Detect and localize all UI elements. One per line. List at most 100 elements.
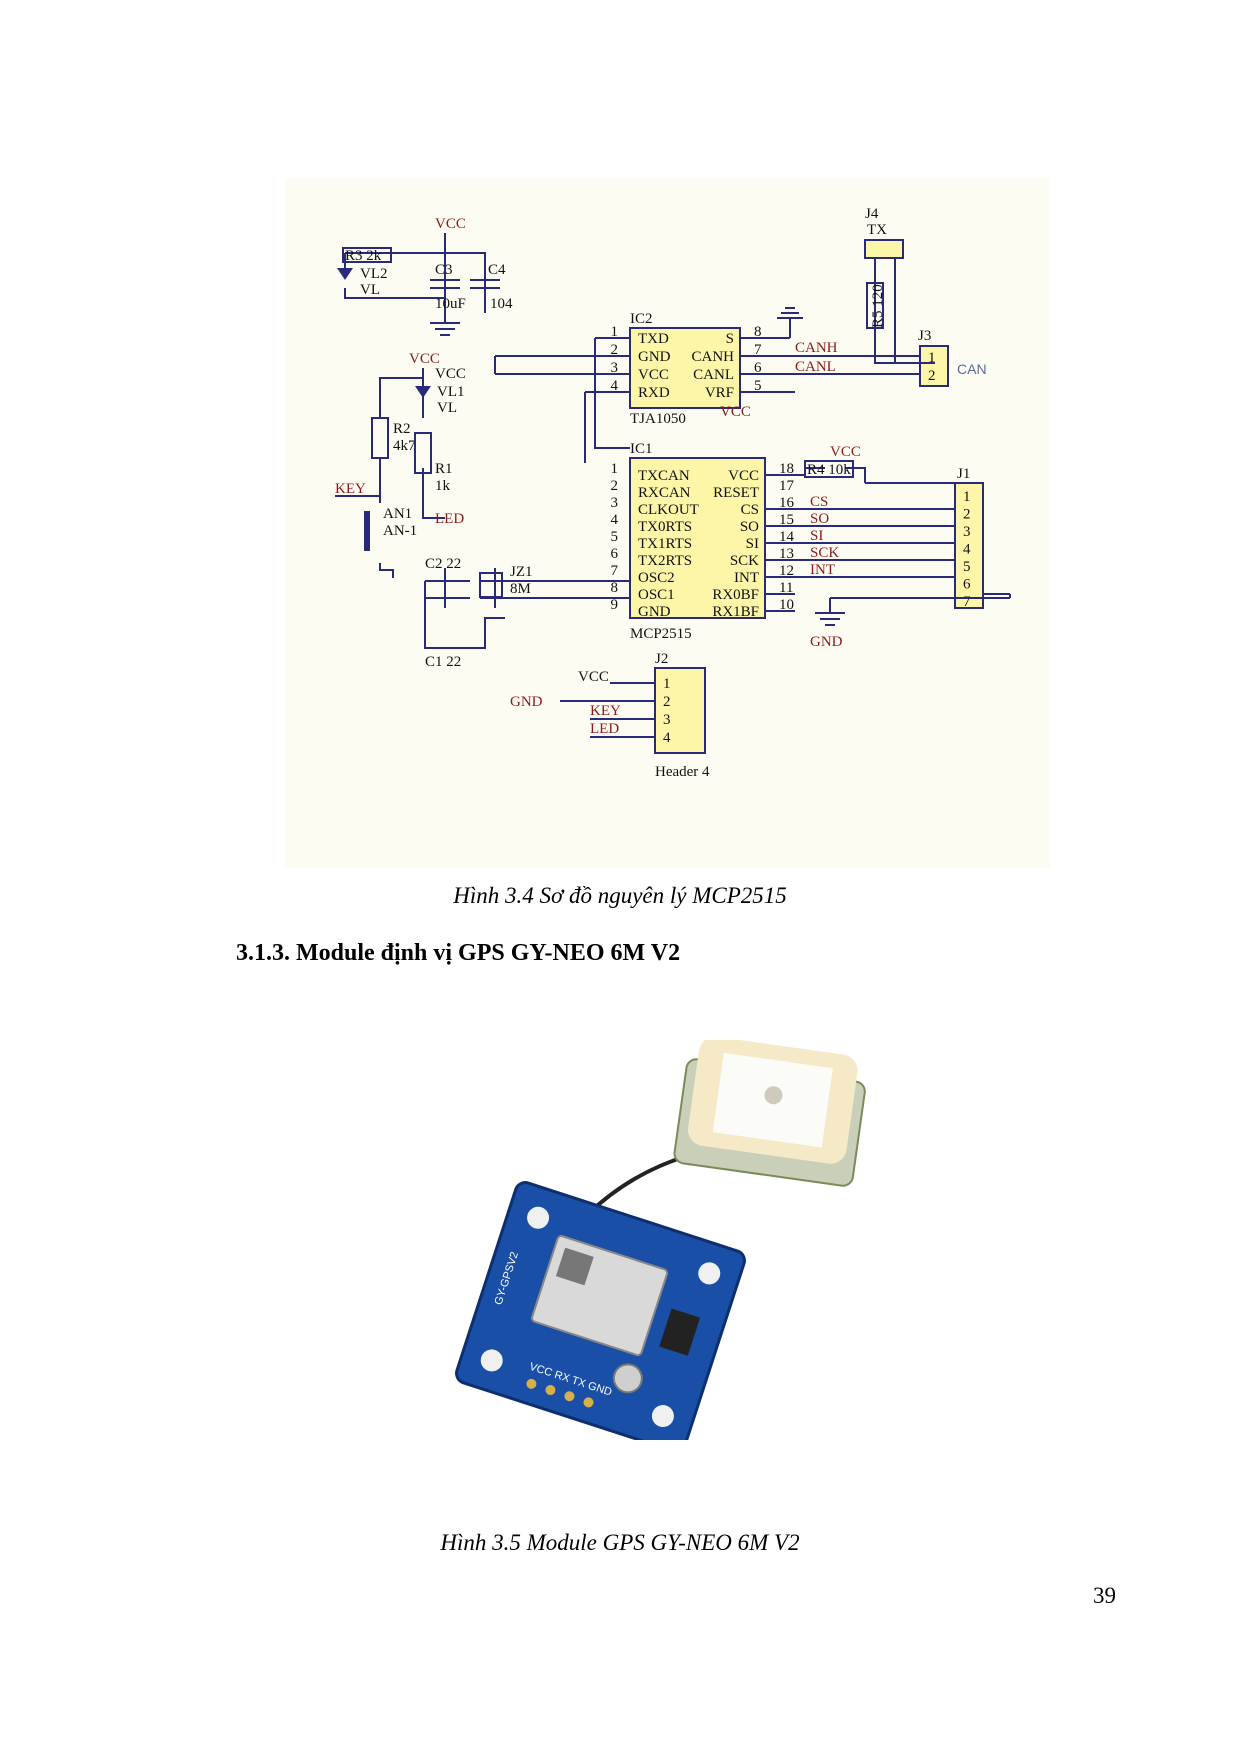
- rxbf-wires: [765, 593, 795, 612]
- c4-label: C4: [488, 262, 506, 278]
- j3-pin-num: 1: [928, 350, 936, 366]
- gps-module-photo: VCC RX TX GND GY-GPSV2: [440, 1036, 890, 1453]
- can-label: CAN: [957, 361, 987, 377]
- r5-body: [866, 282, 884, 329]
- vcc-ic2: VCC: [435, 366, 466, 382]
- ic2-pin-name-left: TXD: [638, 331, 669, 347]
- j2-pin-num: 3: [663, 712, 671, 728]
- c3-value: 10uF: [435, 296, 466, 312]
- battery-icon: [612, 1363, 643, 1394]
- ic1-pin-num-left: 6: [611, 546, 619, 562]
- mcp-label: MCP2515: [630, 626, 692, 642]
- tx-label: TX: [867, 222, 887, 238]
- gnd-label: GND: [810, 634, 843, 650]
- int-label: INT: [810, 562, 835, 578]
- header4-label: Header 4: [655, 764, 710, 780]
- gps-module-illustration: VCC RX TX GND GY-GPSV2: [455, 1036, 866, 1453]
- so-label: SO: [810, 511, 829, 527]
- jz1-label: JZ1: [510, 564, 533, 580]
- ic1-pin-name-left: RXCAN: [638, 485, 691, 501]
- vl1-vl-label: VL: [437, 400, 457, 416]
- r2-value: 4k7: [393, 438, 416, 454]
- s-ground: [740, 307, 803, 339]
- j1-pin-num: 6: [963, 577, 971, 593]
- r3-body: [342, 247, 392, 263]
- ic1-label: IC1: [630, 441, 653, 457]
- j4-body: [864, 239, 904, 259]
- vl2-icon: [337, 268, 353, 280]
- ic1-pin-num-right: 16: [779, 495, 795, 511]
- ic1-pin-name-right: RX1BF: [712, 604, 759, 620]
- jz1-value: 8M: [510, 581, 531, 597]
- an1-button: [364, 511, 370, 551]
- ic1-pin-num-left: 4: [611, 512, 619, 528]
- r2-label: R2: [393, 421, 411, 437]
- vl-label: VL: [360, 282, 380, 298]
- j1-body: [954, 482, 984, 609]
- j2-led: LED: [590, 721, 619, 737]
- ic1-pin-name-right: SI: [746, 536, 759, 552]
- canl-label: CANL: [795, 359, 836, 375]
- si-label: SI: [810, 528, 823, 544]
- ic2-pin-num-right: 8: [754, 324, 762, 340]
- gps-board: VCC RX TX GND GY-GPSV2: [455, 1181, 746, 1453]
- ic1-pin-name-right: SCK: [730, 553, 759, 569]
- regulator-chip: [659, 1308, 701, 1356]
- ic1-pin-name-left: GND: [638, 604, 671, 620]
- ic2-pin-num-right: 7: [754, 342, 762, 358]
- ic1-pin-num-left: 5: [611, 529, 619, 545]
- vl1-icon: [415, 386, 431, 398]
- ic1-pin-num-left: 7: [611, 563, 619, 579]
- page-number: 39: [1093, 1583, 1116, 1608]
- cs-label: CS: [810, 494, 828, 510]
- led-label: LED: [435, 511, 464, 527]
- ic2-pin-name-left: VCC: [638, 367, 669, 383]
- ic1-pin-num-left: 9: [611, 597, 619, 613]
- figure2-caption: Hình 3.5 Module GPS GY-NEO 6M V2: [440, 1530, 800, 1555]
- j1-pin-num: 2: [963, 507, 971, 523]
- ic1-pin-num-right: 14: [779, 529, 795, 545]
- j2-body: [654, 667, 706, 754]
- vcc-top: VCC: [435, 216, 466, 232]
- j2-wires: [560, 682, 655, 738]
- ic2-pin-num-left: 2: [611, 342, 619, 358]
- ic1-pin-name-left: TX1RTS: [638, 536, 692, 552]
- ic1-pin-num-right: 10: [779, 597, 794, 613]
- ic2-pin-num-left: 1: [611, 324, 619, 340]
- ic1-pin-name-left: CLKOUT: [638, 502, 699, 518]
- ic1-pin-num-right: 13: [779, 546, 794, 562]
- an1-label: AN1: [383, 506, 412, 522]
- j2-pin-num: 2: [663, 694, 671, 710]
- ic1-pin-name-left: TX2RTS: [638, 553, 692, 569]
- r4-body: [804, 460, 854, 478]
- j1-pin-num: 5: [963, 559, 971, 575]
- c3-c4-plates: [430, 279, 500, 289]
- ic1-pin-name-left: TXCAN: [638, 468, 690, 484]
- figure1-caption: Hình 3.4 Sơ đồ nguyên lý MCP2515: [453, 883, 787, 908]
- ic1-pin-num-right: 15: [779, 512, 794, 528]
- vl2-label: VL2: [360, 266, 388, 282]
- j2-pin-num: 1: [663, 676, 671, 692]
- j1-pin-num: 4: [963, 542, 971, 558]
- osc-wires: [424, 568, 630, 649]
- r1-body: [414, 432, 432, 474]
- j2-gnd: GND: [510, 694, 543, 710]
- r1-label: R1: [435, 461, 453, 477]
- ic1-pin-name-right: RESET: [713, 485, 759, 501]
- j2-label: J2: [655, 651, 668, 667]
- ic2-pin-num-left: 3: [611, 360, 619, 376]
- ic2-pin-name-left: RXD: [638, 385, 670, 401]
- j3-body: [919, 345, 949, 387]
- ic1-pin-num-left: 2: [611, 478, 619, 494]
- ic2-label: IC2: [630, 311, 653, 327]
- c2-label: C2 22: [425, 556, 461, 572]
- gnd-j1: [815, 593, 1011, 626]
- ic1-pin-num-right: 18: [779, 461, 794, 477]
- jz1-body: [479, 572, 503, 598]
- ic2-left-wires: [495, 337, 630, 463]
- ic1-pin-num-left: 8: [611, 580, 619, 596]
- ic2-pin-name-right: CANH: [691, 349, 734, 365]
- key-label: KEY: [335, 481, 366, 497]
- j4-wires: [874, 258, 935, 364]
